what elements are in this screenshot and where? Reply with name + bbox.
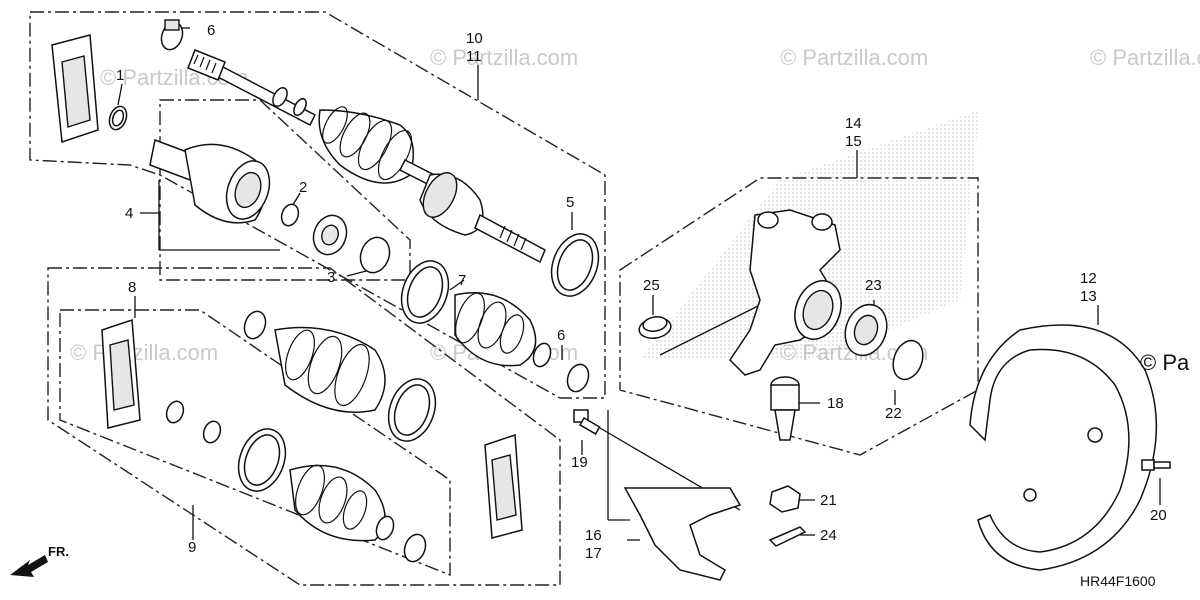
cotter-pin[interactable] bbox=[768, 526, 807, 547]
inner-joint-housing[interactable] bbox=[149, 138, 277, 225]
callout-8: 8 bbox=[128, 279, 136, 296]
front-label: FR. bbox=[48, 544, 69, 559]
wheel-bearing[interactable] bbox=[838, 299, 893, 362]
callout-5: 5 bbox=[566, 194, 574, 211]
disk-cover[interactable] bbox=[969, 324, 1158, 571]
boot-kit-band-large[interactable] bbox=[230, 422, 293, 497]
callout-11: 11 bbox=[466, 48, 482, 65]
front-arrow-icon bbox=[10, 555, 48, 577]
boot-kit-band-large[interactable] bbox=[380, 372, 443, 447]
group-outline-boot-inner bbox=[59, 309, 451, 577]
watermark: © Partzilla.com bbox=[70, 340, 218, 365]
callout-1: 1 bbox=[116, 67, 124, 84]
watermark: © Partzilla.com bbox=[780, 45, 928, 70]
callout-18: 18 bbox=[827, 395, 844, 412]
boot-band-large[interactable] bbox=[543, 227, 606, 302]
bearing-snap-ring[interactable] bbox=[888, 336, 928, 383]
grease-pack[interactable] bbox=[51, 34, 99, 144]
boot-kit-grease-pack[interactable] bbox=[101, 318, 141, 429]
callout-14: 14 bbox=[845, 115, 862, 132]
boot-kit-grease-pack[interactable] bbox=[484, 433, 523, 539]
watermark: © Partzilla.com bbox=[1090, 45, 1200, 70]
boot-kit-outer-boot[interactable] bbox=[274, 326, 386, 413]
callout-23: 23 bbox=[865, 277, 882, 294]
flange-bolt[interactable] bbox=[573, 409, 601, 435]
callout-3: 3 bbox=[327, 269, 335, 286]
callout-10: 10 bbox=[466, 30, 483, 47]
boot-band-large[interactable] bbox=[393, 254, 456, 329]
drive-shaft[interactable] bbox=[187, 49, 546, 264]
callout-9: 9 bbox=[188, 539, 196, 556]
callout-21: 21 bbox=[820, 492, 837, 509]
callout-25: 25 bbox=[643, 277, 660, 294]
boot-band[interactable] bbox=[158, 19, 186, 52]
callout-6: 6 bbox=[557, 327, 565, 344]
callout-4: 4 bbox=[125, 205, 133, 222]
callout-16: 16 bbox=[585, 527, 602, 544]
spring-clip[interactable] bbox=[638, 315, 673, 341]
stop-ring[interactable] bbox=[356, 233, 395, 276]
diagram-code: HR44F1600 bbox=[1080, 573, 1156, 589]
callout-19: 19 bbox=[571, 454, 588, 471]
joint-boot[interactable] bbox=[450, 289, 554, 369]
boot-kit-snap-ring[interactable] bbox=[164, 399, 187, 425]
snap-ring-inner bbox=[111, 109, 125, 127]
group-outline-knuckle bbox=[619, 177, 979, 456]
callout-12: 12 bbox=[1080, 270, 1097, 287]
knuckle[interactable] bbox=[729, 209, 849, 376]
callout-20: 20 bbox=[1150, 507, 1167, 524]
group-outline-driveshaft bbox=[29, 11, 606, 399]
brake-bracket[interactable] bbox=[623, 487, 742, 581]
callout-15: 15 bbox=[845, 133, 862, 150]
callout-17: 17 bbox=[585, 545, 602, 562]
boot-band[interactable] bbox=[564, 361, 592, 394]
boot-kit-circlip[interactable] bbox=[201, 419, 224, 445]
cover-bolt[interactable] bbox=[1141, 459, 1171, 471]
castle-nut[interactable] bbox=[769, 485, 801, 513]
callout-2: 2 bbox=[299, 179, 307, 196]
bearing-cage[interactable] bbox=[308, 211, 352, 260]
boot-kit-band-small[interactable] bbox=[241, 308, 269, 341]
boot-kit-band-small[interactable] bbox=[401, 531, 429, 564]
callout-13: 13 bbox=[1080, 288, 1097, 305]
callouts: 1 2 3 4 5 6 6 7 8 9 10 11 12 13 14 15 16… bbox=[116, 22, 1167, 562]
ball-joint[interactable] bbox=[770, 376, 800, 441]
watermark: © Partzilla.com bbox=[430, 45, 578, 70]
copyright-fragment: © Pa bbox=[1140, 350, 1190, 375]
callout-7: 7 bbox=[458, 272, 466, 289]
circlip[interactable] bbox=[279, 202, 302, 228]
callout-22: 22 bbox=[885, 405, 902, 422]
callout-6: 6 bbox=[207, 22, 215, 39]
boot-kit-inner-boot[interactable] bbox=[289, 461, 397, 542]
callout-24: 24 bbox=[820, 527, 837, 544]
front-direction-indicator: FR. bbox=[10, 544, 69, 577]
group-outline-boot-kit bbox=[47, 267, 561, 586]
